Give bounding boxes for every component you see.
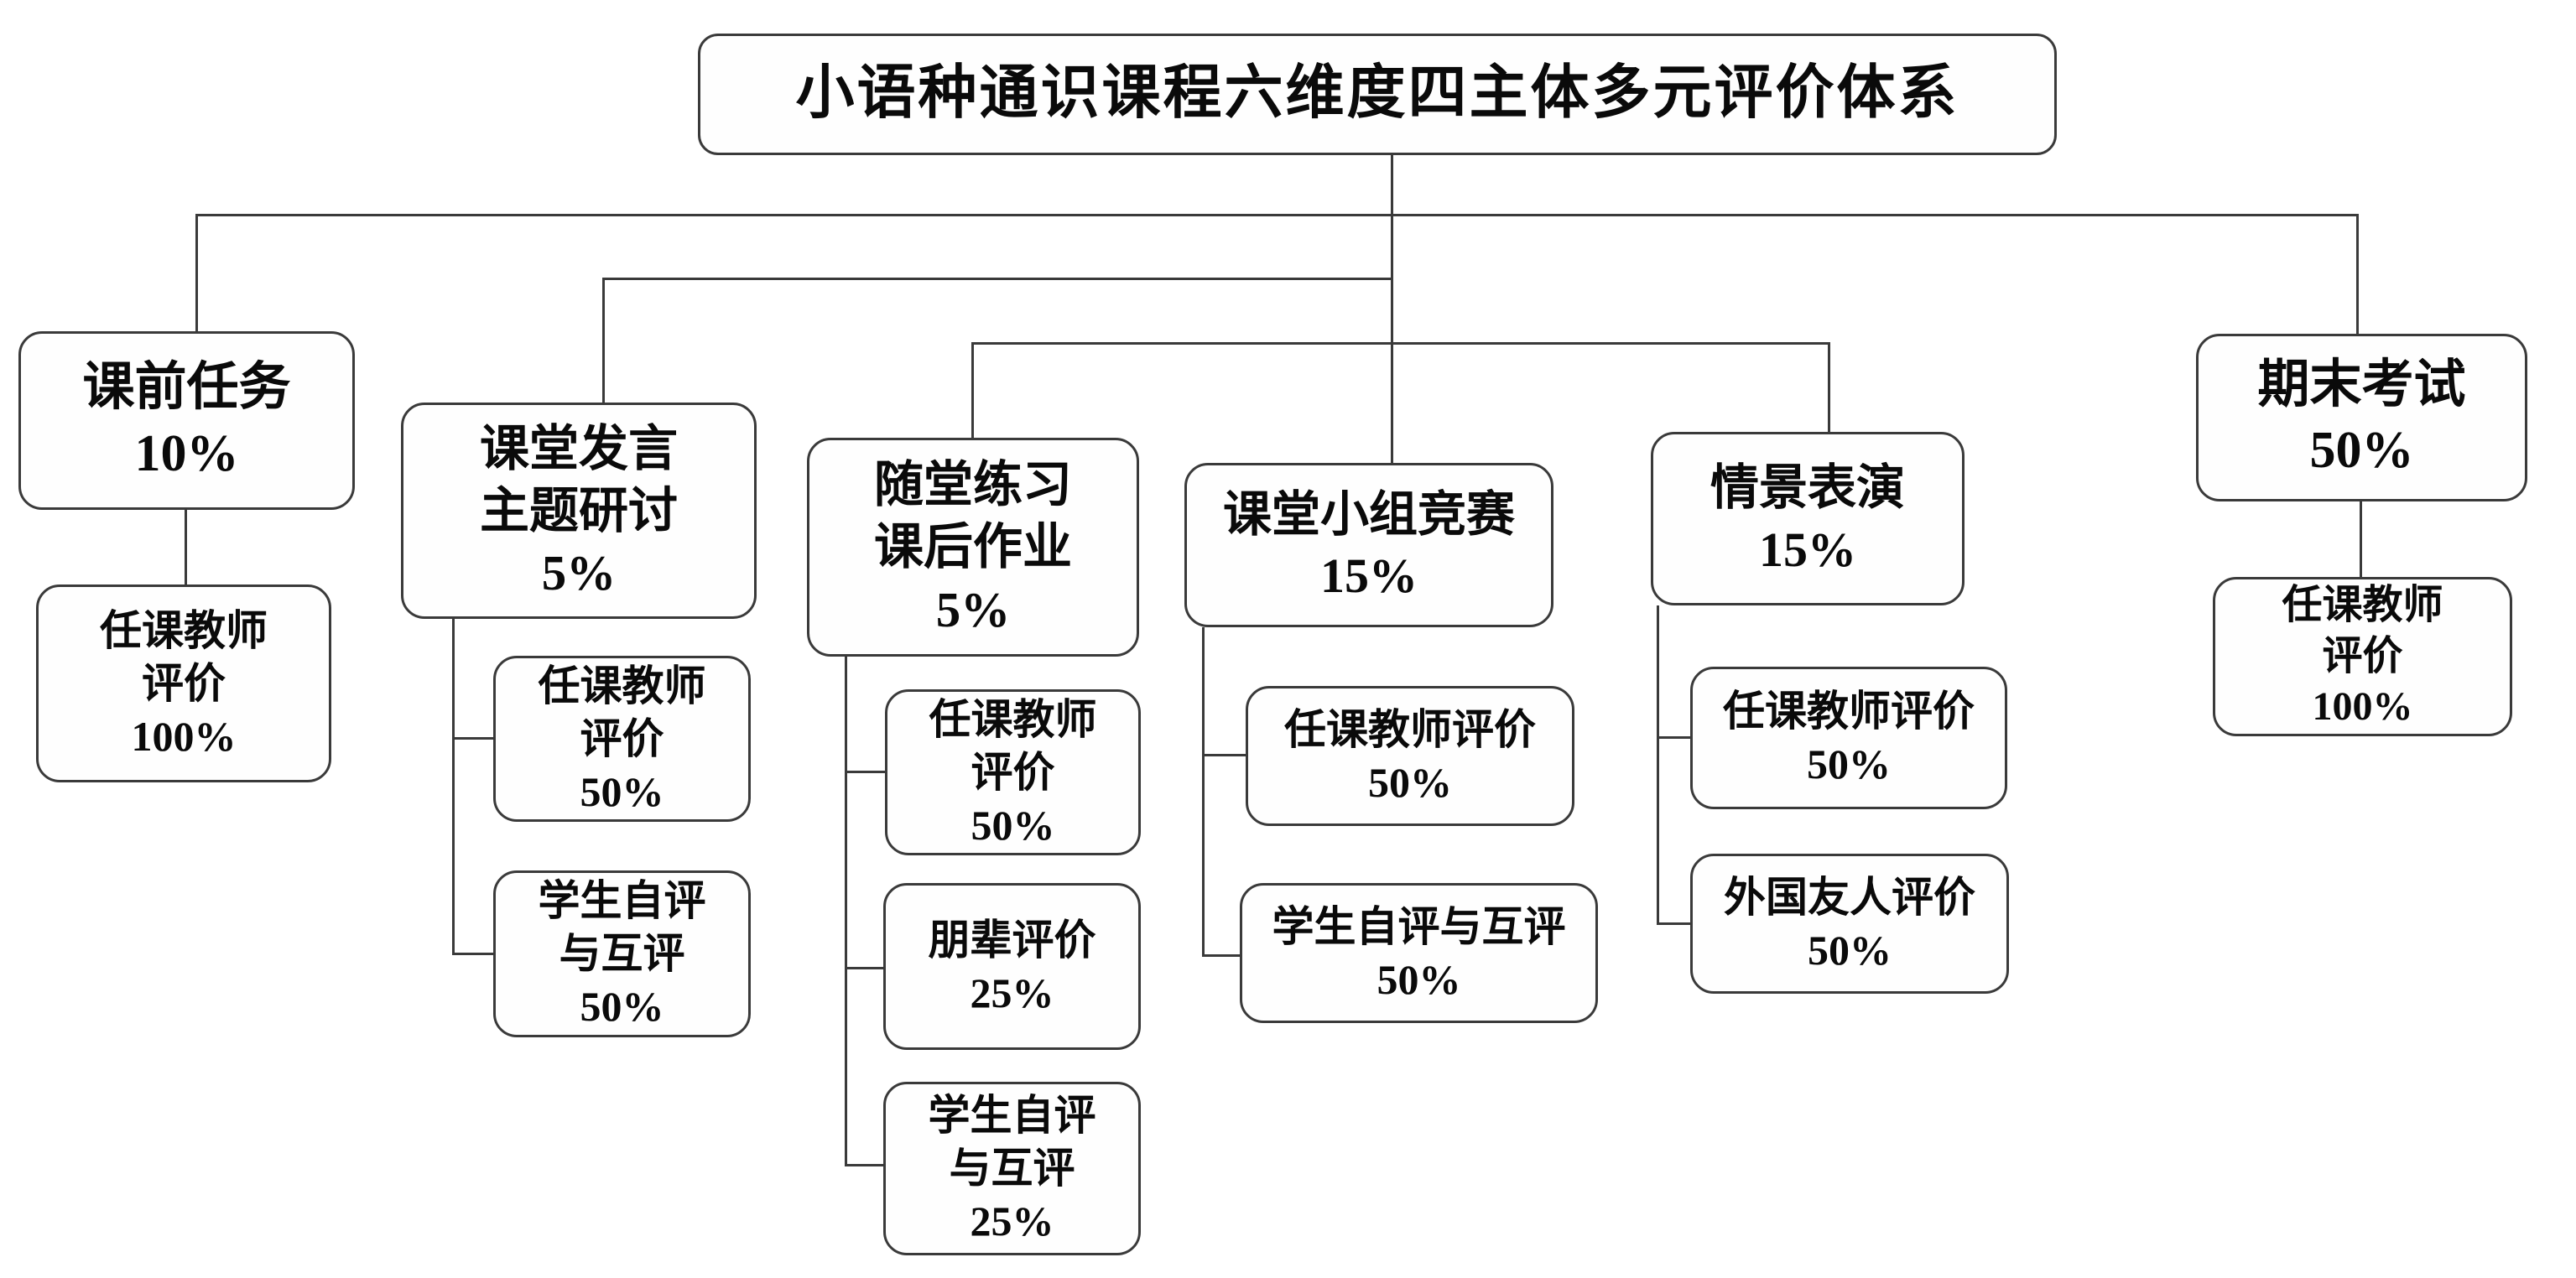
connector-rail-level1: [197, 214, 2359, 216]
node-label: 任课教师: [2282, 583, 2443, 628]
connector-competition-rail: [1202, 627, 1205, 957]
node-competition-teacher-eval: 任课教师评价 50%: [1246, 686, 1574, 826]
node-final-exam-teacher-eval: 任课教师 评价 100%: [2213, 577, 2512, 736]
node-label: 任课教师: [929, 695, 1097, 743]
node-class-speech-student-eval: 学生自评 与互评 50%: [493, 870, 751, 1037]
node-label: 学生自评与互评: [1272, 902, 1566, 950]
node-group-competition: 课堂小组竞赛 15%: [1184, 463, 1553, 627]
connector-exercise-stub2: [845, 967, 883, 969]
connector-drop-pre-class-task: [195, 214, 198, 331]
node-weight: 100%: [2312, 684, 2413, 730]
node-final-exam: 期末考试 50%: [2196, 334, 2527, 501]
node-weight: 25%: [970, 969, 1054, 1016]
connector-drop-exercise-homework: [971, 342, 974, 438]
node-weight: 5%: [541, 545, 617, 601]
connector-performance-rail: [1657, 605, 1659, 925]
node-performance-teacher-eval: 任课教师评价 50%: [1690, 667, 2007, 809]
node-label: 任课教师: [538, 662, 706, 709]
node-exercise-student-eval: 学生自评 与互评 25%: [883, 1082, 1141, 1255]
node-weight: 50%: [2309, 422, 2414, 479]
node-label: 学生自评: [928, 1092, 1096, 1139]
node-weight: 50%: [1368, 758, 1452, 806]
node-label: 情景表演: [1710, 460, 1905, 516]
node-label: 评价: [580, 714, 664, 762]
node-label: 课堂小组竞赛: [1222, 486, 1515, 542]
connector-competition-stub2: [1202, 954, 1240, 957]
node-label: 期末考试: [2257, 356, 2466, 413]
node-competition-student-eval: 学生自评与互评 50%: [1240, 883, 1598, 1023]
node-pre-class-task-teacher-eval: 任课教师 评价 100%: [36, 584, 331, 782]
node-label: 课前任务: [82, 359, 291, 417]
connector-rail-level2: [604, 278, 1393, 280]
connector-class-speech-rail: [452, 619, 455, 955]
node-label: 评价: [2322, 633, 2403, 678]
node-weight: 50%: [580, 983, 664, 1030]
node-weight: 50%: [971, 801, 1055, 849]
node-foreign-friend-eval: 外国友人评价 50%: [1690, 854, 2009, 994]
node-scenario-performance: 情景表演 15%: [1651, 432, 1965, 605]
connector-exercise-stub1: [845, 771, 885, 773]
diagram-title: 小语种通识课程六维度四主体多元评价体系: [795, 61, 1959, 127]
node-exercise-teacher-eval: 任课教师 评价 50%: [885, 689, 1141, 855]
node-weight: 50%: [1807, 740, 1891, 787]
node-label: 课堂发言: [479, 420, 678, 476]
node-weight: 100%: [131, 712, 237, 760]
node-exercise-homework: 随堂练习 课后作业 5%: [807, 438, 1139, 657]
node-label: 学生自评: [538, 877, 706, 924]
connector-competition-stub1: [1202, 754, 1246, 756]
connector-class-speech-stub1: [452, 737, 493, 740]
connector-final-exam-child: [2360, 501, 2362, 577]
connector-exercise-rail: [845, 657, 847, 1166]
node-label: 随堂练习: [873, 457, 1072, 512]
node-weight: 25%: [970, 1197, 1054, 1244]
node-label: 评价: [142, 659, 226, 707]
connector-performance-stub2: [1657, 922, 1690, 925]
node-label: 课后作业: [873, 519, 1072, 575]
connector-drop-final-exam: [2356, 214, 2359, 334]
node-weight: 5%: [935, 581, 1011, 637]
connector-rail-level3: [973, 342, 1830, 345]
node-weight: 50%: [1376, 955, 1461, 1003]
connector-exercise-stub3: [845, 1164, 883, 1166]
connector-class-speech-stub2: [452, 953, 493, 955]
node-label: 主题研讨: [479, 482, 678, 538]
node-label: 任课教师: [100, 606, 268, 654]
node-label: 与互评: [559, 930, 685, 977]
node-weight: 15%: [1320, 548, 1418, 603]
node-weight: 15%: [1759, 522, 1856, 577]
connector-drop-class-speech: [602, 278, 605, 403]
node-peer-eval: 朋辈评价 25%: [883, 883, 1141, 1050]
node-label: 与互评: [949, 1145, 1075, 1192]
node-class-speech-teacher-eval: 任课教师 评价 50%: [493, 656, 751, 822]
connector-drop-scenario-performance: [1828, 342, 1830, 432]
root-title-box: 小语种通识课程六维度四主体多元评价体系: [698, 34, 2057, 155]
node-class-speech-seminar: 课堂发言 主题研讨 5%: [401, 403, 757, 619]
connector-performance-stub1: [1657, 736, 1690, 739]
node-weight: 10%: [134, 424, 239, 482]
node-pre-class-task: 课前任务 10%: [18, 331, 355, 510]
connector-pre-class-child: [185, 510, 187, 584]
node-label: 外国友人评价: [1724, 873, 1975, 921]
node-label: 任课教师评价: [1723, 688, 1975, 735]
node-weight: 50%: [1808, 926, 1892, 974]
node-weight: 50%: [580, 767, 664, 815]
node-label: 任课教师评价: [1284, 705, 1536, 753]
connector-root-vertical: [1391, 155, 1393, 463]
node-label: 评价: [971, 748, 1055, 796]
node-label: 朋辈评价: [928, 916, 1096, 964]
